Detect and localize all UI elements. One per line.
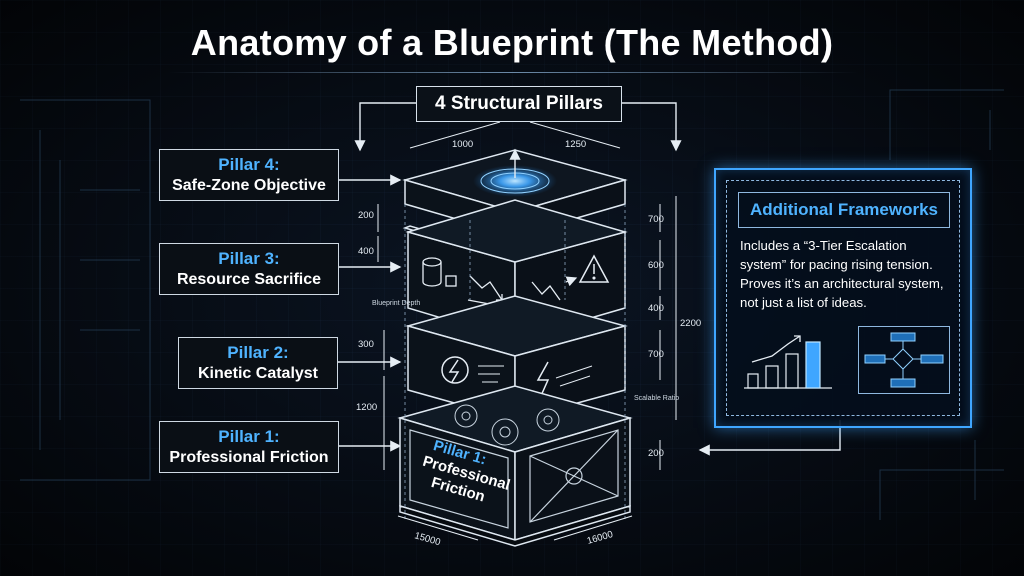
- pillars-header: 4 Structural Pillars: [416, 86, 622, 122]
- frameworks-connector: [698, 420, 841, 456]
- guide-lines: [404, 204, 626, 520]
- pillar-3-label: Pillar 3: Resource Sacrifice: [159, 243, 339, 295]
- dim-scalable: Scalable Ratio: [634, 395, 679, 402]
- header-right-connector: [620, 102, 682, 152]
- pillar-2-title: Pillar 2:: [227, 343, 289, 362]
- bar-chart-icon: [744, 335, 832, 389]
- dim-right-total: 2200: [680, 318, 701, 329]
- pillar-1-subtitle: Professional Friction: [169, 449, 329, 466]
- dim-right-400: 400: [648, 303, 664, 314]
- truss-frame: [409, 429, 619, 529]
- dim-bottom-left: 15000: [413, 530, 441, 548]
- frameworks-body: Includes a “3-Tier Escalation system” fo…: [740, 238, 944, 310]
- flowchart-icon: [858, 326, 950, 394]
- lightning-icon-right: [536, 361, 593, 399]
- lightning-icon: [441, 356, 504, 384]
- layer-pillar-1: [397, 385, 633, 547]
- dim-left-300: 300: [358, 339, 374, 350]
- bg-schematic-left: [20, 99, 151, 481]
- trend-zigzag-icon: [531, 281, 561, 301]
- pillar-2-label: Pillar 2: Kinetic Catalyst: [178, 337, 338, 389]
- title-underline: [168, 72, 858, 73]
- warning-icon: [578, 254, 610, 283]
- dimension-lines: [377, 121, 677, 541]
- pillar-3-title: Pillar 3:: [218, 249, 280, 268]
- dim-left-200: 200: [358, 210, 374, 221]
- dim-right-700b: 700: [648, 349, 664, 360]
- glow-core: [473, 165, 557, 197]
- frameworks-inner-border: [726, 180, 960, 416]
- page-title: Anatomy of a Blueprint (The Method): [190, 22, 834, 63]
- dim-top-right: 1250: [565, 139, 586, 150]
- layer3-arrow: [565, 276, 578, 287]
- pillar-1-title: Pillar 1:: [218, 427, 280, 446]
- dim-left-400: 400: [358, 246, 374, 257]
- dim-right-200: 200: [648, 448, 664, 459]
- pillar-4-subtitle: Safe-Zone Objective: [172, 177, 326, 194]
- dim-right-600: 600: [648, 260, 664, 271]
- pillar-4-label: Pillar 4: Safe-Zone Objective: [159, 149, 339, 201]
- frameworks-title: Additional Frameworks: [738, 192, 950, 228]
- database-icon: [422, 257, 457, 287]
- pillar-4-title: Pillar 4:: [218, 155, 280, 174]
- pillar-3-subtitle: Resource Sacrifice: [176, 271, 322, 288]
- dim-blueprint: Blueprint Depth: [372, 300, 420, 307]
- dim-bottom-right: 16000: [586, 529, 614, 547]
- gear-icon: [454, 404, 560, 446]
- frameworks-panel: Additional Frameworks Includes a “3-Tier…: [714, 168, 972, 428]
- dim-left-1200: 1200: [356, 402, 377, 413]
- pillar-1-label: Pillar 1: Professional Friction: [159, 421, 339, 473]
- header-left-connector: [354, 102, 416, 152]
- pillar-2-subtitle: Kinetic Catalyst: [197, 365, 319, 382]
- dim-right-700a: 700: [648, 214, 664, 225]
- bg-schematic-right: [879, 89, 1004, 520]
- dim-top-left: 1000: [452, 139, 473, 150]
